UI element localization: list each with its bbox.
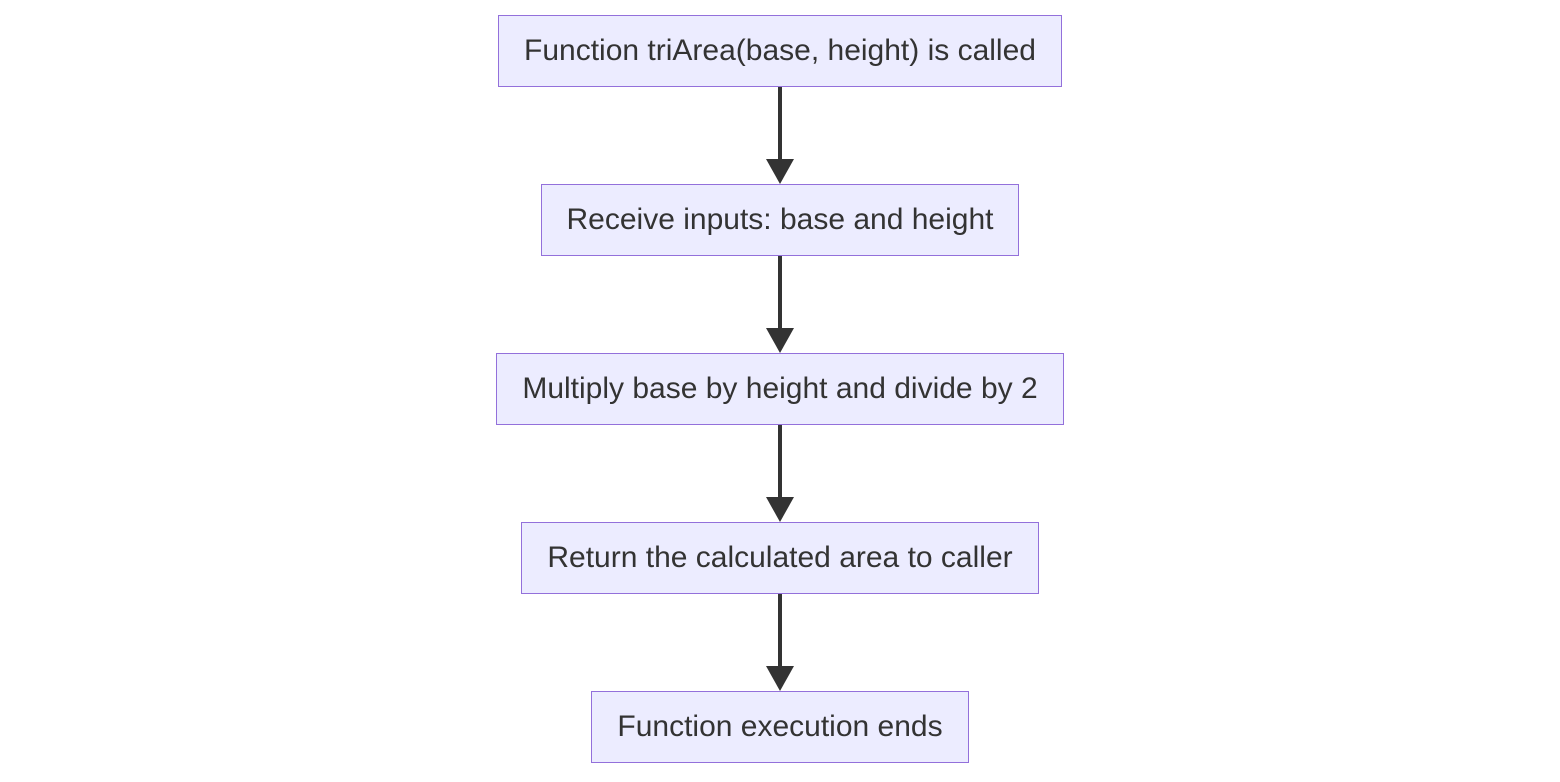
flow-node-multiply-divide: Multiply base by height and divide by 2 — [496, 353, 1064, 425]
flow-node-execution-ends: Function execution ends — [591, 691, 969, 763]
arrowhead-down-icon — [766, 328, 794, 353]
arrow-shaft — [778, 594, 782, 666]
arrow-shaft — [778, 87, 782, 159]
arrow-shaft — [778, 425, 782, 497]
arrowhead-down-icon — [766, 497, 794, 522]
edge-arrow-4 — [766, 594, 794, 691]
edge-arrow-1 — [766, 87, 794, 184]
arrowhead-down-icon — [766, 159, 794, 184]
flow-node-return-area: Return the calculated area to caller — [521, 522, 1039, 594]
flow-node-function-called: Function triArea(base, height) is called — [498, 15, 1062, 87]
flow-node-receive-inputs: Receive inputs: base and height — [540, 184, 1020, 256]
edge-arrow-2 — [766, 256, 794, 353]
arrow-shaft — [778, 256, 782, 328]
edge-arrow-3 — [766, 425, 794, 522]
arrowhead-down-icon — [766, 666, 794, 691]
